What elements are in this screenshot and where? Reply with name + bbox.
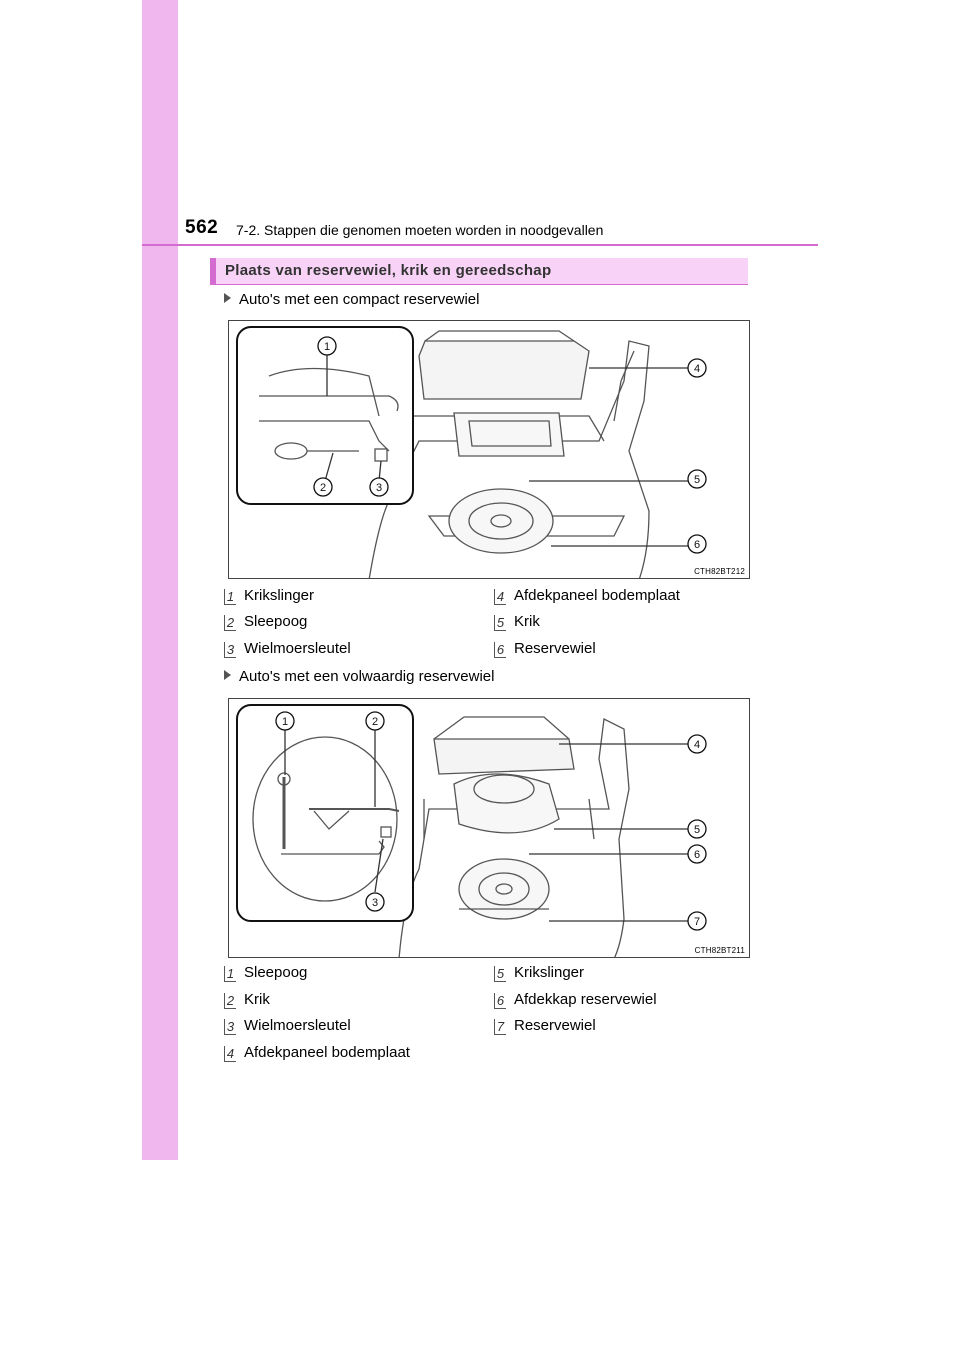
callout-5: 5 bbox=[694, 824, 700, 836]
header-divider bbox=[142, 244, 818, 246]
trunk-illustration-2: 1 2 3 4 5 6 7 bbox=[236, 704, 707, 957]
callout-7: 7 bbox=[694, 916, 700, 928]
callout-2: 2 bbox=[372, 716, 378, 728]
bullet-triangle-icon bbox=[224, 670, 231, 680]
callout-6: 6 bbox=[694, 539, 700, 551]
section-divider bbox=[210, 284, 748, 285]
variant2-heading: Auto's met een volwaardig reservewiel bbox=[224, 668, 494, 685]
page-number: 562 bbox=[185, 217, 219, 238]
section-title: Plaats van reservewiel, krik en gereedsc… bbox=[225, 262, 552, 279]
figure-code: CTH82BT211 bbox=[694, 946, 745, 955]
callout-4: 4 bbox=[694, 363, 700, 375]
callout-3: 3 bbox=[372, 897, 378, 909]
callout-5: 5 bbox=[694, 474, 700, 486]
bullet-triangle-icon bbox=[224, 293, 231, 303]
figure-compact-spare: 1 2 3 4 5 6 CTH82BT212 bbox=[228, 320, 750, 579]
figure-code: CTH82BT212 bbox=[694, 567, 745, 576]
callout-1: 1 bbox=[282, 716, 288, 728]
chapter-title: 7-2. Stappen die genomen moeten worden i… bbox=[236, 222, 604, 238]
callout-4: 4 bbox=[694, 739, 700, 751]
trunk-illustration-1: 1 2 3 4 5 6 bbox=[236, 326, 707, 578]
callout-3: 3 bbox=[376, 482, 382, 494]
variant1-heading-text: Auto's met een compact reservewiel bbox=[239, 291, 480, 308]
callout-1: 1 bbox=[324, 341, 330, 353]
chapter-side-band bbox=[142, 0, 178, 1160]
section-heading-box: Plaats van reservewiel, krik en gereedsc… bbox=[210, 258, 748, 284]
figure-full-spare: 1 2 3 4 5 6 7 CTH82BT211 bbox=[228, 698, 750, 958]
variant2-heading-text: Auto's met een volwaardig reservewiel bbox=[239, 668, 495, 685]
variant1-heading: Auto's met een compact reservewiel bbox=[224, 291, 479, 308]
callout-6: 6 bbox=[694, 849, 700, 861]
callout-2: 2 bbox=[320, 482, 326, 494]
